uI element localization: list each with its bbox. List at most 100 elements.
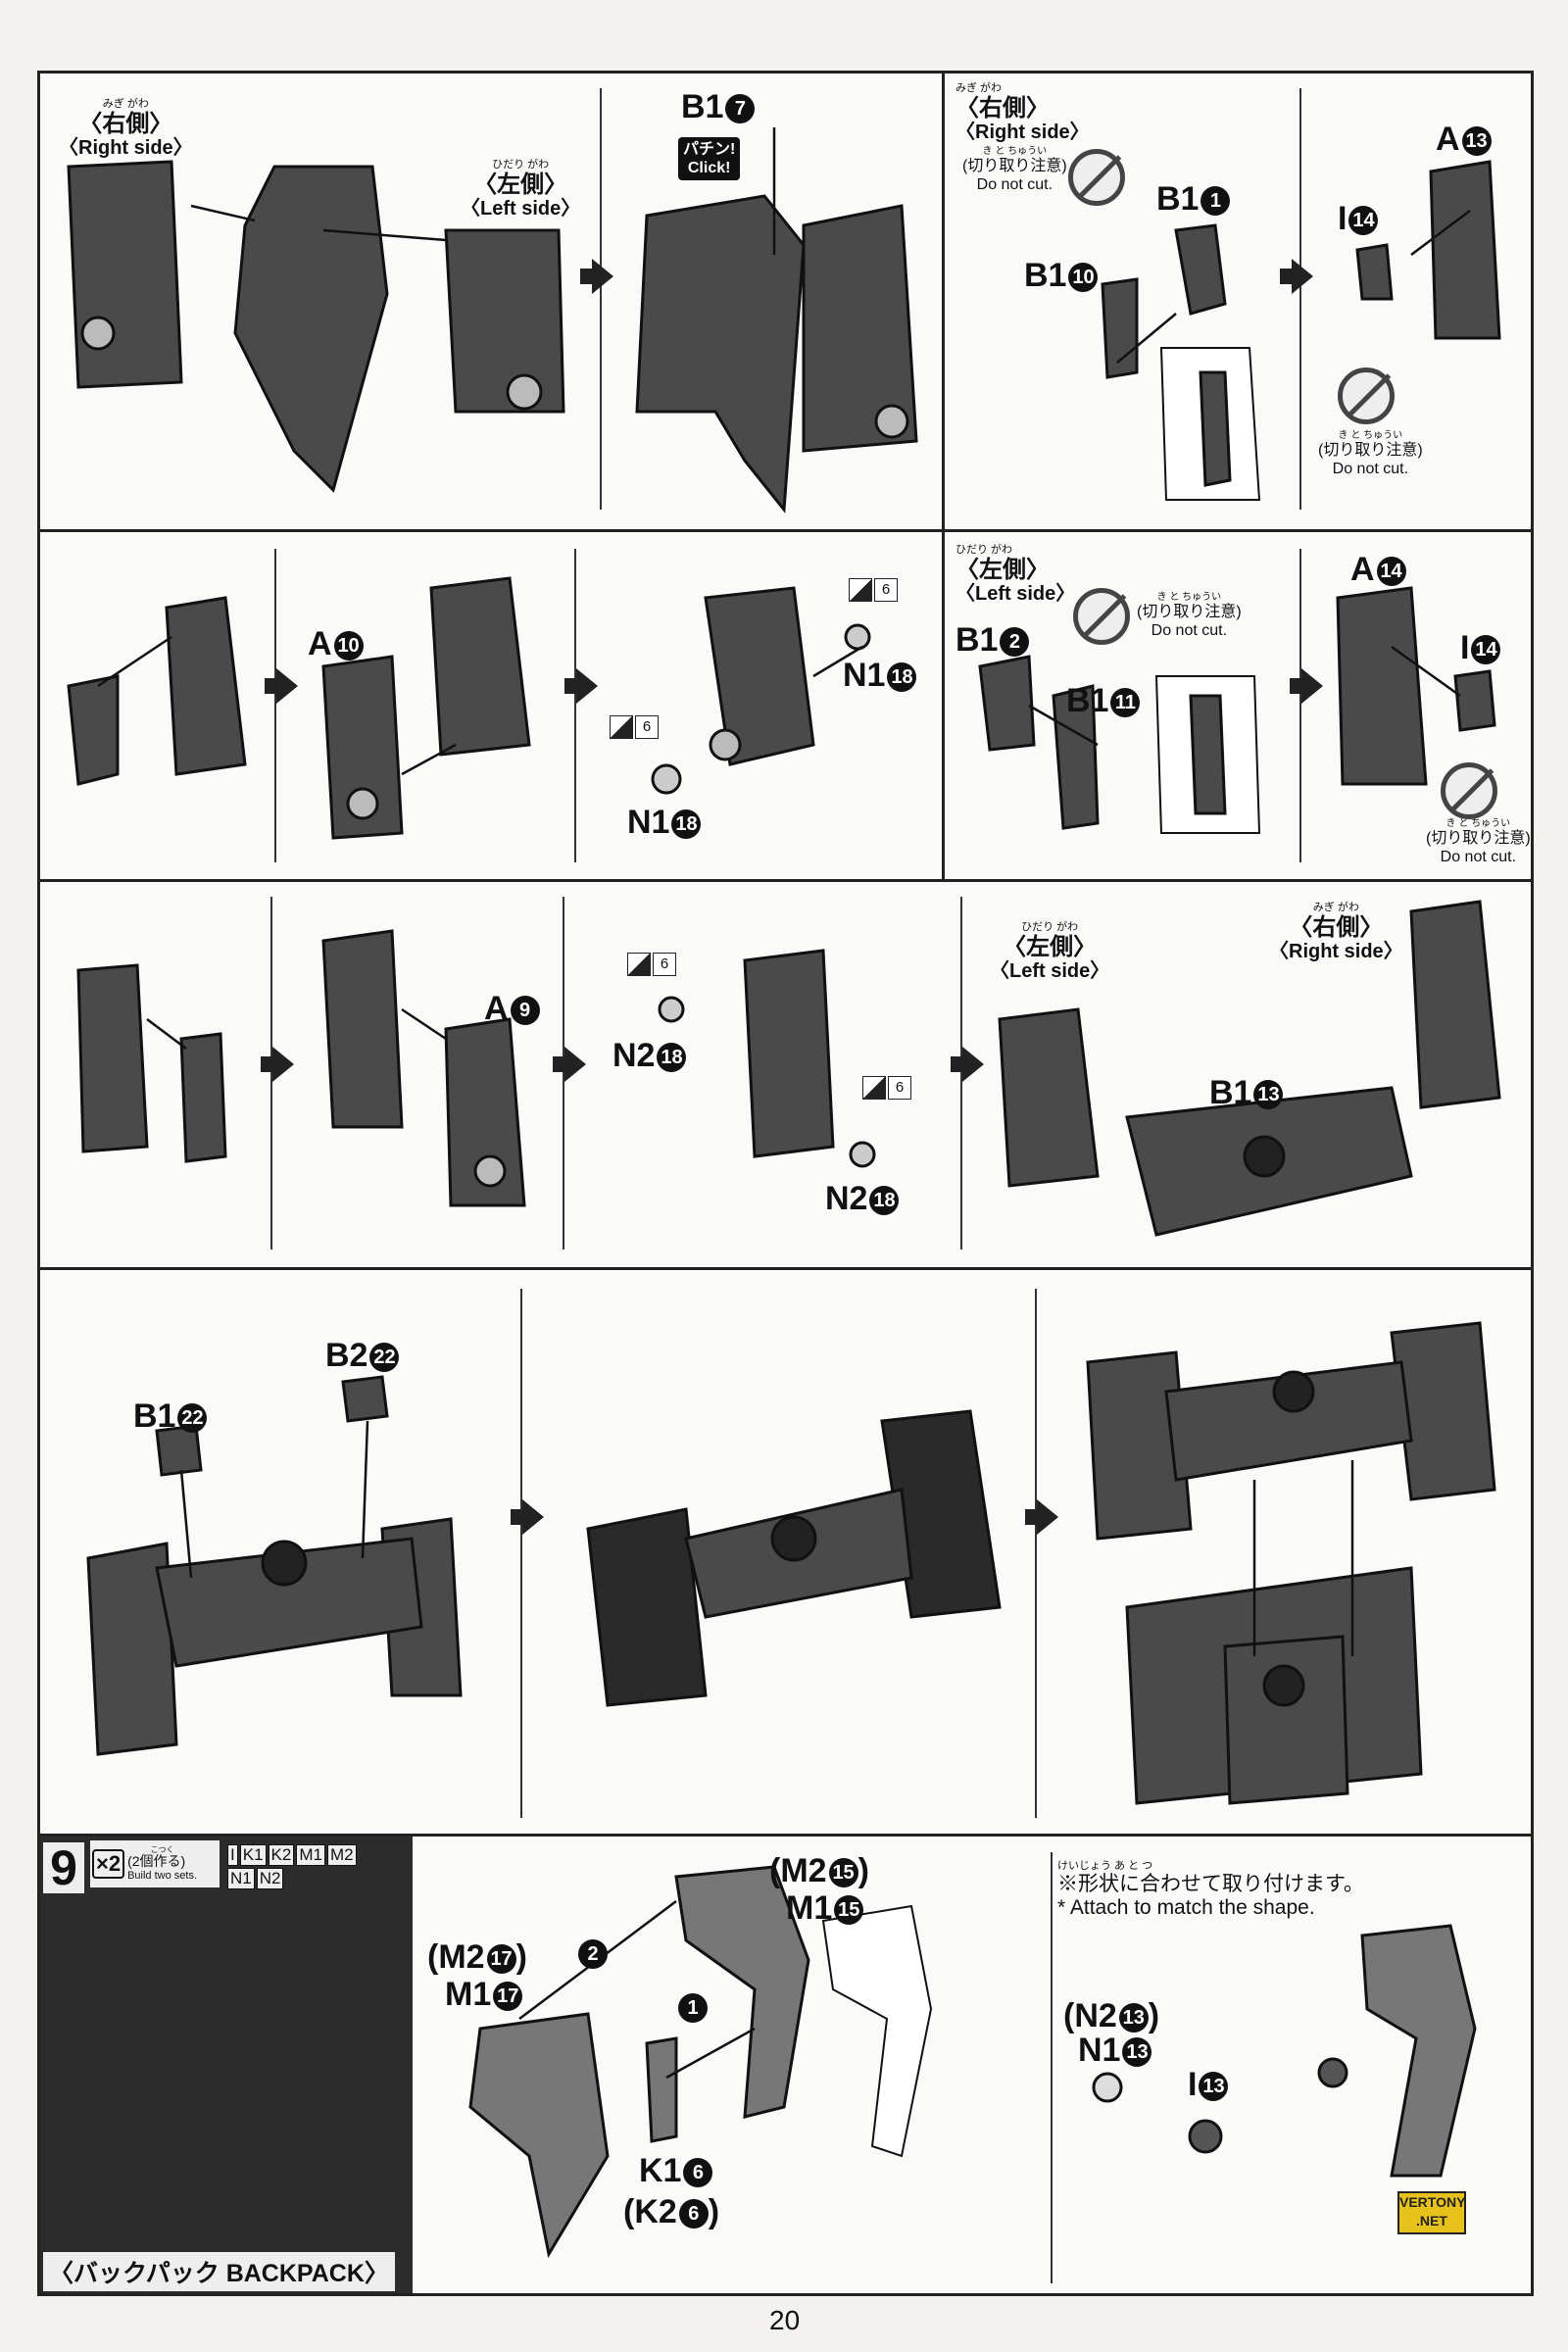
part-number-badge: 18 — [869, 1186, 900, 1216]
part-code: B1 — [1024, 257, 1067, 294]
step-divider — [1299, 549, 1301, 862]
part-code: (K2 — [623, 2193, 677, 2230]
paren: ) — [858, 1852, 869, 1889]
next-step-arrow-icon — [1025, 1499, 1058, 1535]
part-code: N2 — [612, 1037, 656, 1074]
runner-badge: N2 — [256, 1868, 284, 1889]
runner-badge: K1 — [239, 1844, 267, 1866]
part-number-badge: 13 — [1122, 2037, 1152, 2068]
step-divider — [270, 897, 272, 1250]
vertony-logo: VERTONY.NET — [1397, 2191, 1466, 2234]
step-divider — [960, 897, 962, 1250]
part-number-badge: 10 — [333, 631, 364, 662]
runner-tag: 6 — [627, 953, 676, 976]
part-code: B2 — [325, 1337, 368, 1374]
step-divider — [600, 88, 602, 510]
part-number-badge: 9 — [510, 996, 540, 1026]
step-divider — [1051, 1852, 1053, 2283]
row-divider — [37, 1267, 1534, 1270]
runner-badge: N1 — [227, 1868, 255, 1889]
part-code: (M2 — [769, 1852, 827, 1889]
caution-note: き と ちゅうい(切り取り注意)Do not cut. — [1318, 430, 1423, 478]
caution-note: き と ちゅうい(切り取り注意)Do not cut. — [962, 146, 1067, 194]
part-code: K1 — [639, 2152, 682, 2189]
step-divider — [563, 897, 564, 1250]
runner-tag: 6 — [862, 1076, 911, 1100]
part-number-badge: 13 — [1253, 1080, 1284, 1110]
do-not-cut-icon — [1441, 762, 1497, 819]
part-number-badge: 22 — [369, 1343, 400, 1373]
row-divider — [37, 529, 1534, 532]
part-number-badge: 6 — [683, 2158, 713, 2188]
backpack-preview-panel — [40, 1837, 413, 2293]
caution-note: き と ちゅうい(切り取り注意)Do not cut. — [1137, 592, 1242, 640]
paren: ) — [515, 1938, 527, 1976]
next-step-arrow-icon — [1280, 259, 1313, 294]
part-number-badge: 14 — [1376, 557, 1406, 587]
part-code: A — [308, 625, 332, 662]
left-side-label: ひだり がわ〈左側〉〈Left side〉 — [956, 544, 1076, 606]
step-number: 9 — [43, 1842, 84, 1893]
right-side-label: みぎ がわ〈右側〉〈Right side〉 — [1269, 902, 1403, 963]
step-divider — [1035, 1289, 1037, 1818]
runner-badge: I — [227, 1844, 238, 1866]
left-side-label: ひだり がわ〈左側〉〈Left side〉 — [990, 921, 1110, 983]
part-number-badge: 1 — [1200, 186, 1231, 217]
next-step-arrow-icon — [553, 1047, 586, 1082]
caution-ruby: き と ちゅうい — [1156, 592, 1222, 603]
part-code: M1 — [786, 1889, 833, 1927]
part-code: B1 — [681, 88, 724, 125]
part-number-badge: 17 — [486, 1944, 516, 1975]
panel-divider — [942, 71, 945, 881]
caution-ruby: き と ちゅうい — [1446, 818, 1511, 829]
part-code: M1 — [445, 1976, 492, 2013]
part-code: B1 — [133, 1397, 176, 1435]
runner-tag: 6 — [849, 578, 898, 602]
runner-tag: 6 — [610, 715, 659, 739]
click-callout: パチン!Click! — [678, 137, 741, 181]
part-code: B1 — [1066, 682, 1109, 719]
part-number-badge: 7 — [725, 94, 756, 124]
part-code: B1 — [1209, 1074, 1252, 1111]
part-number-badge: 15 — [834, 1895, 864, 1926]
next-step-arrow-icon — [580, 259, 613, 294]
page-number: 20 — [769, 2305, 801, 2335]
part-code: B1 — [1156, 180, 1200, 218]
times-ruby: こつく — [150, 1845, 174, 1855]
do-not-cut-icon — [1073, 588, 1130, 645]
paren: ) — [1148, 1997, 1160, 2034]
part-code: N1 — [843, 657, 886, 694]
part-code: I — [1460, 629, 1470, 666]
caution-ruby: き と ちゅうい — [1338, 430, 1403, 441]
step-divider — [274, 549, 276, 862]
part-number-badge: 2 — [1000, 627, 1030, 658]
part-code: A — [484, 990, 509, 1027]
part-number-badge: 13 — [1118, 2003, 1149, 2034]
part-code: N1 — [1078, 2032, 1121, 2069]
part-code: A — [1350, 551, 1375, 588]
part-number-badge: 14 — [1348, 206, 1379, 236]
part-code: A — [1436, 121, 1460, 158]
right-side-label: みぎ がわ〈右側〉〈Right side〉 — [59, 98, 193, 160]
part-number-badge: 6 — [678, 2199, 709, 2230]
step-divider — [1299, 88, 1301, 510]
caution-ruby: き と ちゅうい — [982, 146, 1048, 157]
part-code: N1 — [627, 804, 670, 841]
part-number-badge: 13 — [1461, 126, 1492, 157]
